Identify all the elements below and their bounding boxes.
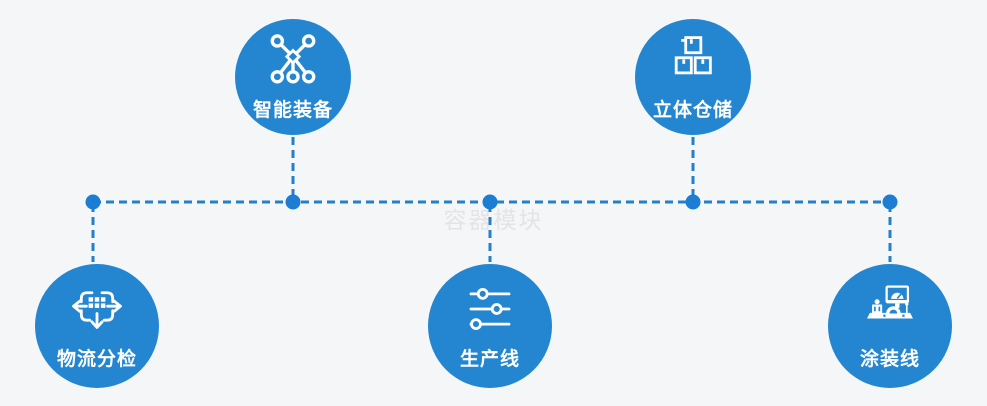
node-smart-equipment: 智能装备	[235, 19, 351, 135]
distribute-arrows-icon	[69, 281, 125, 337]
node-label: 物流分检	[56, 349, 137, 370]
junction-dot	[85, 194, 101, 210]
node-logistics-sorting: 物流分检	[35, 264, 159, 388]
junction-dot	[482, 194, 498, 210]
control-console-icon	[862, 281, 918, 337]
stacked-boxes-icon	[665, 32, 721, 88]
node-label: 生产线	[459, 349, 520, 370]
sliders-icon	[462, 281, 518, 337]
junction-dot	[685, 194, 701, 210]
junction-dot	[285, 194, 301, 210]
node-label: 立体仓储	[652, 100, 733, 121]
network-nodes-icon	[265, 32, 321, 88]
node-label: 涂装线	[859, 349, 920, 370]
node-production-line: 生产线	[428, 264, 552, 388]
node-coating-line: 涂装线	[828, 264, 952, 388]
watermark-text: 容器模块	[443, 207, 544, 233]
node-label: 智能装备	[252, 100, 333, 121]
junction-dot	[882, 194, 898, 210]
node-stereo-warehouse: 立体仓储	[635, 19, 751, 135]
